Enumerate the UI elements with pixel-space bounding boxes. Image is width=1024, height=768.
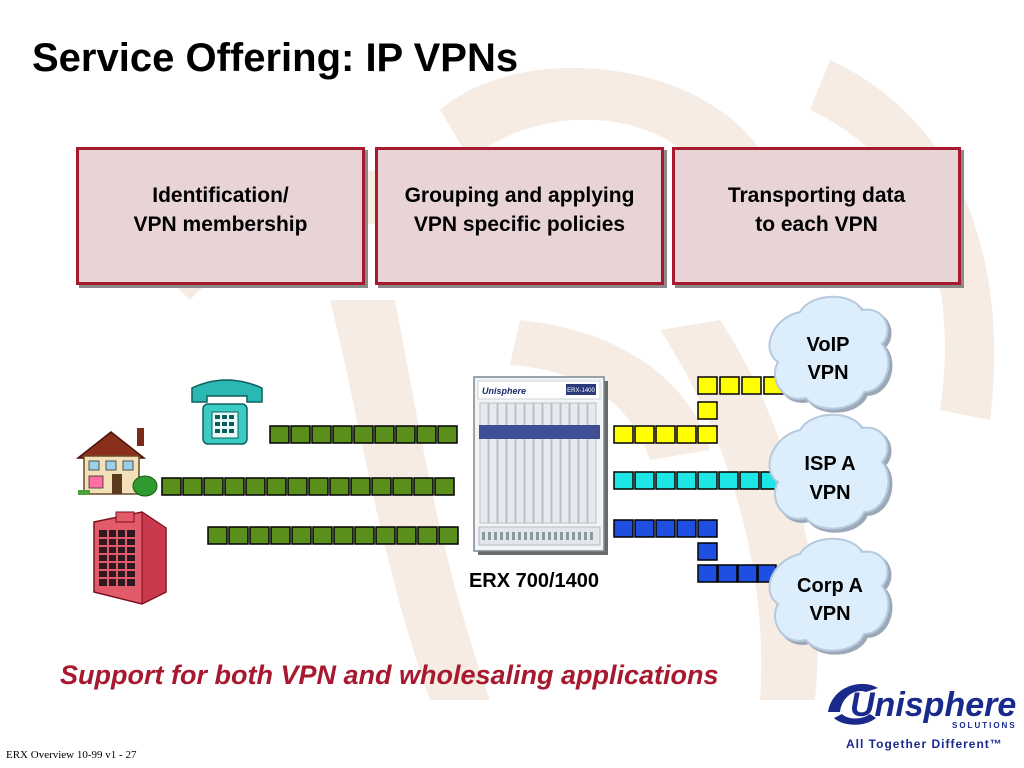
ingress-queue-residential (161, 477, 455, 496)
logo-slogan: All Together Different™ (846, 737, 1003, 751)
logo-subtitle: SOLUTIONS (952, 721, 1016, 730)
slide-footer: ERX Overview 10-99 v1 - 27 (6, 749, 137, 761)
page-title: Service Offering: IP VPNs (32, 36, 519, 80)
ingress-queue-corporate (207, 526, 459, 545)
cloud-label-line: VPN (809, 482, 850, 504)
cloud-corp-a-vpn: Corp A VPN (768, 537, 890, 652)
tagline: Support for both VPN and wholesaling app… (60, 660, 719, 690)
box-label-line: Grouping and applying (404, 184, 635, 207)
telephone-icon (191, 379, 263, 445)
logo-name: Unisphere (850, 686, 1016, 724)
cloud-isp-a-vpn: ISP A VPN (768, 413, 890, 530)
step-box-grouping: Grouping and applying VPN specific polic… (375, 147, 664, 285)
egress-queue-voip (613, 376, 784, 444)
box-label-line: Identification/ (152, 184, 289, 207)
router-model: ERX-1400 (567, 388, 595, 394)
egress-queue-isp (613, 471, 779, 490)
box-label-line: to each VPN (755, 213, 878, 236)
box-label-line: Transporting data (727, 184, 906, 207)
cloud-label-line: Corp A (797, 575, 863, 597)
house-icon (75, 428, 158, 497)
cloud-label-line: ISP A (804, 453, 855, 475)
router-brand: Unisphere (482, 386, 526, 396)
unisphere-logo: Unisphere SOLUTIONS All Together Differe… (822, 662, 1016, 754)
step-box-identification: Identification/ VPN membership (76, 147, 365, 285)
cloud-label-line: VPN (807, 362, 848, 384)
cloud-label-line: VoIP (807, 334, 850, 356)
router-chassis-icon: Unisphere ERX-1400 (473, 376, 608, 555)
cloud-voip-vpn: VoIP VPN (768, 295, 890, 410)
router-label: ERX 700/1400 (469, 570, 599, 592)
office-building-icon (93, 511, 167, 605)
egress-queue-corp (613, 519, 777, 583)
box-label-line: VPN membership (133, 213, 308, 236)
cloud-label-line: VPN (809, 603, 850, 625)
step-box-transporting: Transporting data to each VPN (672, 147, 961, 285)
ingress-queue-voice (269, 425, 458, 444)
box-label-line: VPN specific policies (413, 213, 626, 236)
